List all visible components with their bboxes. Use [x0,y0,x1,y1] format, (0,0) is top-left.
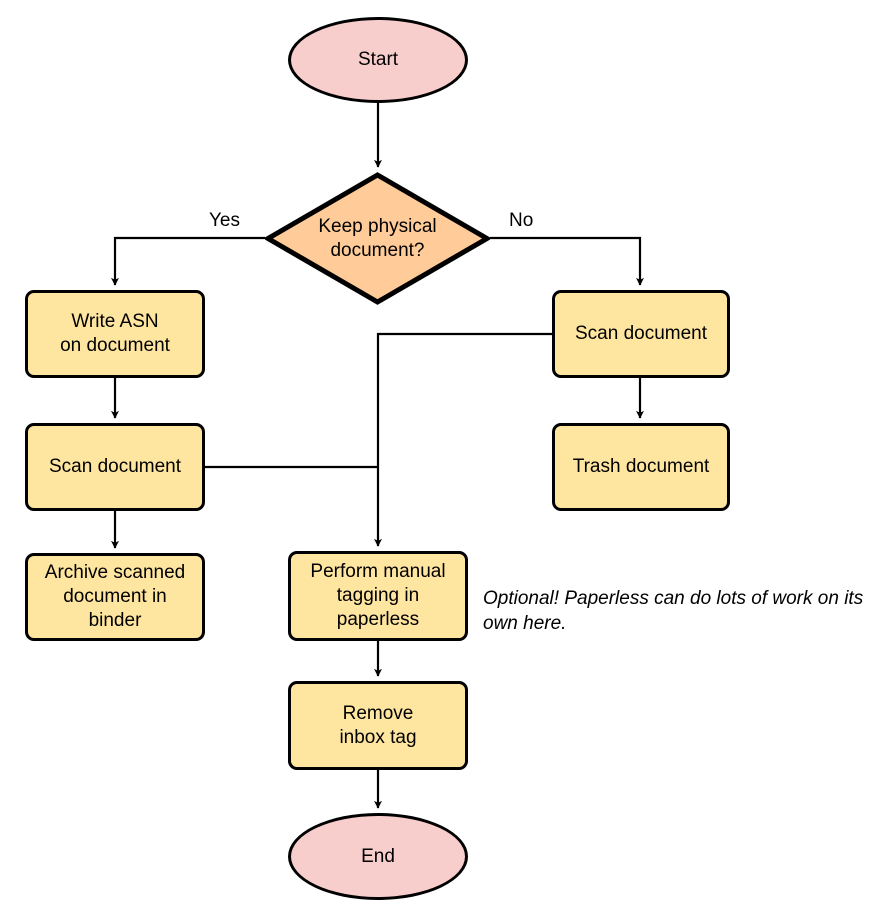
edge-decision-no-to-scan-right [490,236,644,286]
node-trash-document[interactable]: Trash document [552,423,730,511]
node-scan-document-left[interactable]: Scan document [25,423,205,511]
node-start[interactable]: Start [288,17,468,103]
edge-decision-yes-to-write-asn [111,236,265,286]
node-archive-label: Archive scanned document in binder [44,562,186,631]
annotation-optional-note: Optional! Paperless can do lots of work … [483,588,864,635]
node-end[interactable]: End [288,813,468,900]
node-perform-manual-tagging[interactable]: Perform manual tagging in paperless [288,551,468,641]
node-decision-keep-physical-document[interactable]: Keep physical document? [265,172,490,305]
node-write-asn-label: Write ASN on document [60,311,170,356]
node-start-label: Start [357,49,399,71]
node-end-label: End [361,845,395,867]
node-scan-document-right[interactable]: Scan document [552,290,730,378]
node-tagging-label: Perform manual tagging in paperless [310,561,446,630]
node-remove-inbox-label: Remove inbox tag [339,702,417,748]
node-scan-document-left-label: Scan document [48,456,182,478]
node-remove-inbox-tag[interactable]: Remove inbox tag [288,681,468,770]
node-trash-document-label: Trash document [572,456,710,478]
diamond-shape [265,172,490,305]
node-scan-document-right-label: Scan document [574,323,708,345]
node-archive-scanned-document[interactable]: Archive scanned document in binder [25,553,205,641]
edge-label-yes: Yes [209,210,240,231]
node-write-asn-on-document[interactable]: Write ASN on document [25,290,205,378]
edge-label-no: No [509,210,534,231]
edge-scan-right-to-tagging [374,332,552,547]
node-decision-label: Keep physical document? [318,215,437,261]
